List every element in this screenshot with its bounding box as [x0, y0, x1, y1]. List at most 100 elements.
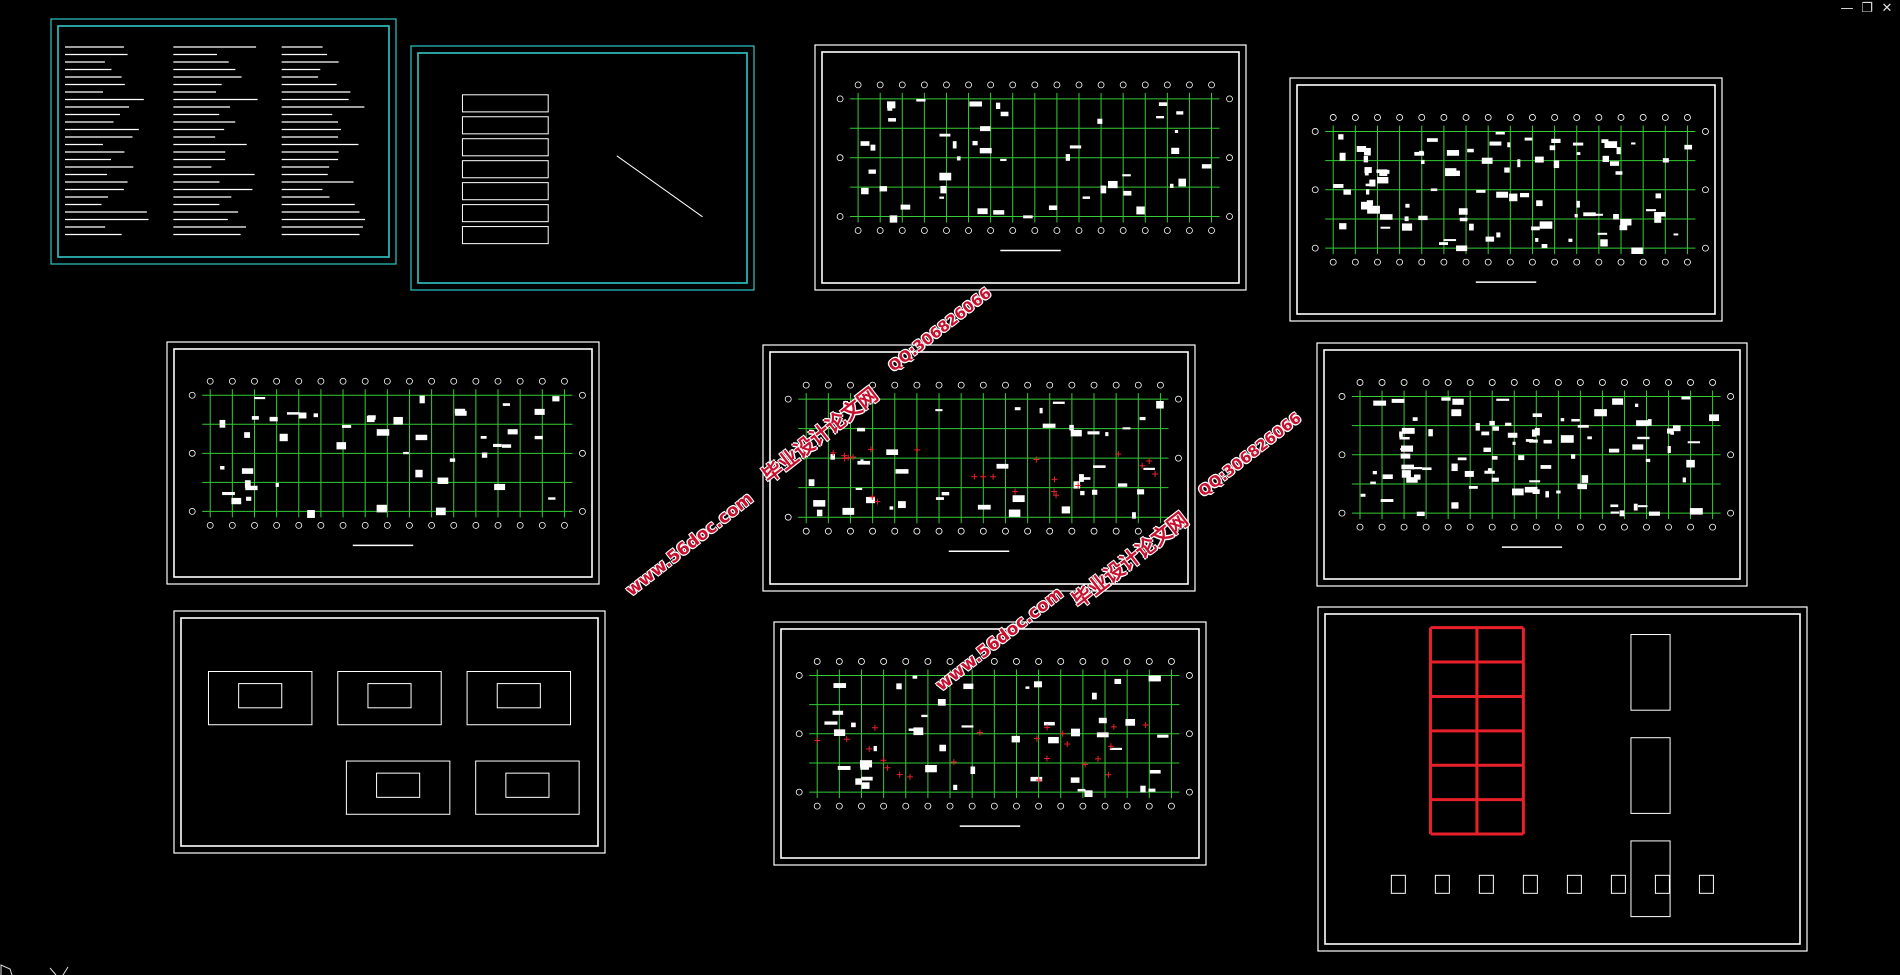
plan-element — [494, 483, 506, 491]
plan-element — [861, 776, 873, 781]
drawing-sheet-slab-plan[interactable] — [1316, 342, 1748, 587]
axis-bubble — [957, 527, 965, 535]
plan-element — [1496, 232, 1501, 238]
axis-bubble — [1573, 258, 1581, 266]
rebar-mark — [1051, 476, 1058, 483]
plan-element — [1413, 467, 1423, 470]
rebar-mark — [1110, 723, 1117, 730]
plan-element — [1634, 403, 1639, 407]
plan-element — [843, 406, 855, 411]
plan-element — [1483, 447, 1491, 452]
plan-element — [1174, 130, 1179, 133]
rebar-mark — [914, 446, 921, 453]
axis-bubble — [1684, 258, 1691, 266]
plan-element — [970, 766, 976, 775]
plan-element — [1123, 190, 1132, 196]
axis-bubble — [1488, 379, 1496, 386]
plan-element — [1654, 215, 1662, 223]
plan-element — [222, 492, 235, 496]
axis-bubble — [1031, 227, 1039, 234]
axis-bubble — [1013, 658, 1020, 665]
plan-element — [548, 497, 556, 500]
plan-element — [1654, 212, 1666, 217]
axis-bubble — [1338, 509, 1346, 517]
rebar-mark — [1095, 755, 1102, 762]
plan-element — [1379, 169, 1388, 176]
plan-element — [1637, 505, 1648, 508]
axis-bubble — [1400, 379, 1408, 386]
axis-bubble — [795, 730, 803, 738]
axis-bubble — [1418, 258, 1426, 266]
drawing-sheet-stair[interactable] — [410, 45, 755, 291]
rebar-mark — [1139, 462, 1146, 469]
axis-bubble — [854, 81, 862, 89]
plan-element — [1667, 428, 1674, 434]
axis-bubble — [1484, 114, 1492, 121]
axis-bubble — [795, 788, 803, 796]
axis-bubble — [1684, 114, 1691, 121]
rebar-mark — [1035, 776, 1042, 783]
plan-element — [1645, 458, 1651, 463]
axis-bubble — [1157, 527, 1164, 535]
axis-bubble — [1532, 523, 1540, 531]
plan-element — [1451, 502, 1459, 509]
minimize-icon[interactable]: — — [1840, 1, 1854, 16]
axis-bubble — [1329, 258, 1337, 266]
plan-element — [1039, 407, 1043, 414]
plan-element — [855, 487, 863, 490]
plan-element — [1391, 398, 1405, 403]
axis-bubble — [1112, 381, 1120, 389]
sheet-outer-frame — [1317, 606, 1808, 952]
rebar-mark — [884, 764, 891, 771]
plan-element — [415, 434, 428, 441]
plan-element — [1495, 131, 1505, 135]
restore-icon[interactable]: ❐ — [1861, 1, 1873, 16]
drawing-sheet-foundation-details[interactable] — [173, 610, 606, 854]
axis-bubble — [979, 527, 987, 535]
axis-bubble — [1378, 379, 1386, 386]
drawing-sheet-beam-plan[interactable] — [762, 344, 1196, 592]
plan-element — [1636, 420, 1649, 427]
axis-bubble — [188, 391, 196, 399]
plan-element — [1655, 193, 1662, 199]
axis-bubble — [824, 381, 832, 389]
plan-element — [824, 721, 838, 725]
plan-element — [279, 433, 288, 442]
axis-bubble — [1727, 393, 1734, 400]
plan-element — [916, 99, 926, 102]
axis-bubble — [1168, 658, 1175, 665]
plan-element — [972, 140, 978, 146]
plan-element — [246, 496, 252, 501]
plan-element — [1609, 161, 1620, 166]
plan-element — [1091, 692, 1097, 700]
plan-element — [1632, 444, 1644, 450]
axis-bubble — [538, 522, 546, 529]
plan-element — [1093, 465, 1106, 468]
axis-bubble — [1551, 258, 1558, 266]
axis-bubble — [784, 513, 792, 521]
axis-bubble — [1356, 379, 1364, 386]
axis-bubble — [1351, 114, 1359, 121]
axis-bubble — [943, 81, 950, 89]
axis-bubble — [987, 81, 995, 89]
axis-bubble — [1031, 81, 1039, 89]
close-icon[interactable]: ✕ — [1881, 1, 1893, 16]
plan-element — [376, 429, 390, 436]
drawing-sheet-beam-plan[interactable] — [773, 621, 1207, 866]
axis-bubble — [979, 381, 987, 389]
drawing-sheet-foundation-plan[interactable] — [166, 341, 600, 585]
axis-bubble — [1035, 802, 1042, 810]
plan-element — [833, 729, 846, 736]
stair-section — [461, 182, 549, 201]
sheet-inner-frame — [1324, 613, 1801, 945]
drawing-sheet-notes[interactable] — [50, 18, 397, 265]
drawing-sheet-slab-plan[interactable] — [1289, 77, 1723, 322]
plan-element — [1176, 111, 1184, 115]
drawing-sheet-column-plan[interactable] — [814, 44, 1247, 291]
plan-element — [830, 454, 835, 460]
axis-bubble — [1097, 81, 1105, 89]
rebar-mark — [976, 729, 983, 736]
axis-bubble — [472, 522, 480, 529]
drawing-sheet-frame-elevation[interactable] — [1317, 606, 1808, 952]
